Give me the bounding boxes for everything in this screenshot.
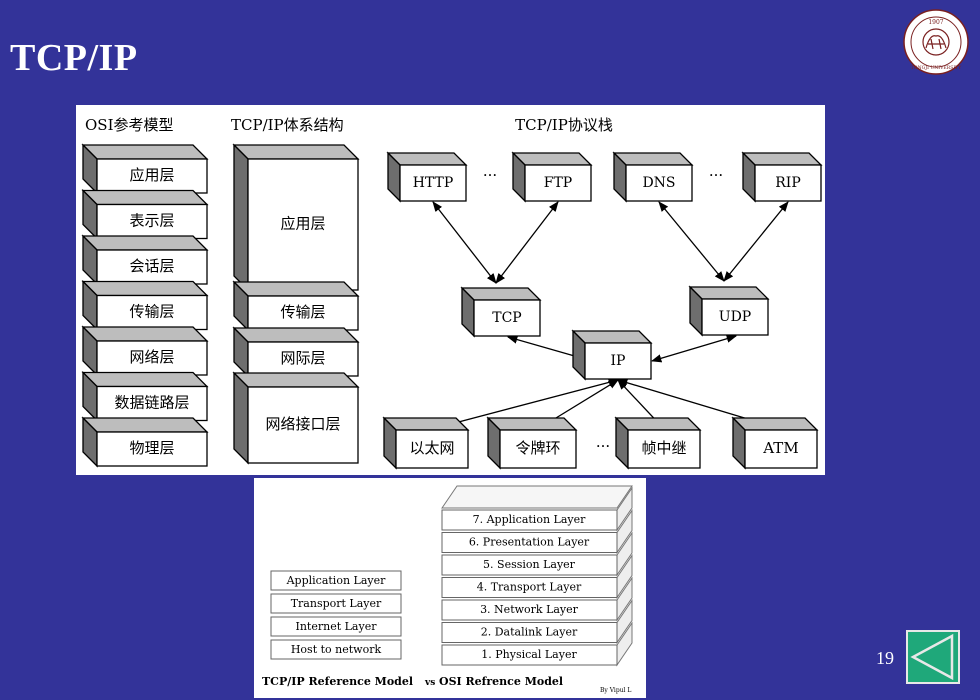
link-protocol-label: 以太网 [409,439,454,457]
osi-ref-layer [441,509,618,531]
link-protocol-label: ATM [762,439,798,457]
app-protocol [511,151,593,203]
osi-layer [81,143,209,195]
tcpip-ref-layer [270,616,402,637]
osi-layer [81,416,209,468]
osi-tcpip-diagram: OSI参考模型 TCP/IP体系结构 TCP/IP协议栈 应用层表示层会话层传输… [76,105,825,475]
stack-header: TCP/IP协议栈 [515,116,613,134]
protocol-arrow [495,201,559,284]
osi-layer-label: 应用层 [129,166,174,184]
tcpip-ref-layer [270,593,402,614]
tcpip-ref-layer [270,639,402,660]
tcpip-arch-header: TCP/IP体系结构 [231,116,344,134]
transport-protocol [688,285,770,337]
osi-layer-label: 会话层 [129,257,174,275]
osi-ref-layer [441,599,618,621]
tcpip-layer-label: 传输层 [280,303,325,321]
osi-layer [81,325,209,377]
osi-layer-label: 网络层 [129,348,174,366]
osi-layer-label: 表示层 [129,212,174,230]
ellipsis: ··· [596,437,610,455]
tcpip-ref-layer-label: Internet Layer [296,620,378,633]
tcpip-ref-layer-label: Transport Layer [291,597,382,610]
network-protocol-label: IP [611,353,626,369]
link-protocol-label: 令牌环 [515,439,560,457]
osi-ref-layer-label: 7. Application Layer [473,513,587,526]
osi-layer-label: 传输层 [129,303,174,321]
app-protocol [612,151,694,203]
link-protocol [614,416,702,470]
transport-protocol [460,286,542,338]
tcpip-layer [232,280,360,332]
protocol-arrow [658,201,725,282]
protocol-arrow [507,335,586,361]
ellipsis: ··· [483,166,497,184]
tcpip-layer-label: 网络接口层 [265,415,340,433]
osi-ref-layer [441,532,618,553]
app-protocol [741,151,823,203]
caption-vs: vs [424,678,435,688]
protocol-arrow [432,201,497,284]
network-protocol [571,329,653,381]
tcpip-layer [232,371,360,465]
osi-ref-layer-label: 2. Datalink Layer [481,626,578,639]
caption-author: By Vipul L [600,687,631,694]
ellipsis: ··· [709,166,723,184]
osi-layer-label: 数据链路层 [114,394,189,412]
protocol-arrow [723,201,789,282]
app-protocol-label: HTTP [413,175,454,191]
osi-ref-layer-label: 1. Physical Layer [481,648,577,661]
osi-reference-stack: 7. Application Layer 6. Presentation Laye… [441,485,633,667]
osi-ref-layer-label: 6. Presentation Layer [469,536,590,549]
link-protocol [731,416,819,470]
link-protocol [382,416,470,470]
transport-protocol-label: TCP [492,310,521,326]
app-protocol-label: FTP [544,175,572,191]
protocol-stack: HTTP FTP DNS RIP TCP UDP IP 以太网 令牌环 帧中继 ATM ··· ··· ·… [382,151,823,470]
link-protocol [486,416,578,470]
tongji-university-logo: 1907 TONGJI UNIVERSITY [903,9,969,75]
protocol-arrow [651,334,737,363]
tcpip-ref-layer-label: Application Layer [286,574,387,587]
tcpip-layer [232,326,360,378]
osi-ref-layer-label: 4. Transport Layer [477,581,582,594]
osi-layer [81,370,209,423]
osi-ref-layer [441,577,618,598]
caption-osi: OSI Refrence Model [439,675,563,688]
page-number: 19 [876,648,894,668]
tcpip-layer-label: 网际层 [280,349,325,367]
tcpip-layer [232,143,360,292]
osi-layer-label: 物理层 [129,439,174,457]
app-protocol [386,151,468,203]
osi-ref-layer [441,644,618,666]
osi-ref-top [441,485,633,509]
app-protocol-label: DNS [642,175,675,191]
osi-ref-layer-label: 5. Session Layer [483,558,576,571]
caption-tcpip: TCP/IP Reference Model [262,675,413,688]
osi-header: OSI参考模型 [85,116,174,134]
slide-title: TCP/IP [10,37,138,79]
protocol-arrows [430,201,789,431]
link-protocol-label: 帧中继 [641,439,686,457]
logo-year: 1907 [928,19,943,26]
osi-layer [81,234,209,286]
previous-slide-button[interactable] [906,630,960,684]
osi-layer [81,279,209,332]
tcpip-ref-layer [270,570,402,591]
app-protocol-label: RIP [775,175,801,191]
transport-protocol-label: UDP [719,309,751,325]
osi-ref-layer [441,554,618,576]
osi-ref-layer [441,622,618,643]
tcpip-layer-label: 应用层 [280,215,325,233]
osi-ref-layer-label: 3. Network Layer [480,603,579,616]
tcpip-ref-layer-label: Host to network [291,643,382,656]
triangle-left-icon [910,633,954,681]
osi-layer [81,188,209,241]
logo-university: TONGJI UNIVERSITY [911,65,962,71]
